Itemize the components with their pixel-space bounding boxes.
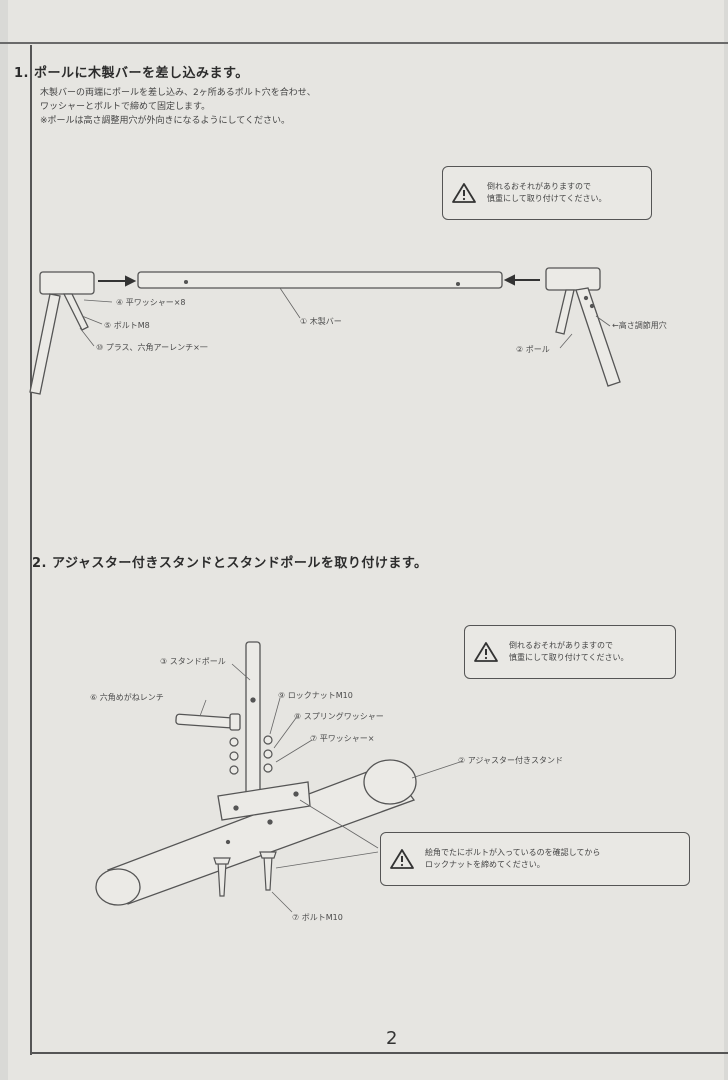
frame-bottom-rule: [30, 1052, 728, 1054]
label-spring-washer: ⑧ スプリングワッシャー: [294, 712, 384, 721]
step1-caution-box: 倒れるおそれがありますので 慎重にして取り付けてください。: [442, 166, 652, 220]
step1-caution-line-1: 倒れるおそれがありますので: [487, 182, 591, 191]
step1-line-3: ※ポールは高さ調整用穴が外向きになるようにしてください。: [40, 116, 291, 126]
label-pole: ② ポール: [516, 345, 550, 354]
step1-title: 1. ポールに木製バーを差し込みます。: [14, 66, 249, 81]
adjuster-stand-drawing: [95, 759, 417, 906]
label-hex-wrench: ⑥ 六角めがねレンチ: [90, 693, 164, 702]
step2-caution-box-bottom: 絵角でたにボルトが入っているのを確認してから ロックナットを締めてください。: [380, 832, 690, 886]
label-wrench: ⑩ プラス、六角アーレンチ×一: [96, 343, 208, 352]
warning-triangle-icon: [452, 183, 476, 203]
label-wooden-bar: ① 木製バー: [300, 317, 342, 326]
label-height-hole: ←高さ調節用穴: [612, 321, 667, 330]
wooden-bar-drawing: [137, 271, 503, 289]
step2-leaders: [199, 663, 461, 913]
page-number: 2: [386, 1028, 398, 1049]
page-frame: [30, 45, 722, 1055]
label-stand-pole: ③ スタンドポール: [160, 657, 226, 666]
step1-line-1: 木製バーの両端にポールを差し込み、2ヶ所あるボルト穴を合わせ、: [40, 88, 316, 98]
step2-caution-top-line-2: 慎重にして取り付けてください。: [509, 653, 629, 662]
washer-stack: [229, 735, 273, 775]
frame-top-rule: [0, 42, 728, 44]
step1-leaders: [79, 287, 611, 349]
label-bolt-m10: ⑦ ボルトM10: [292, 913, 343, 922]
label-flat-washer-2: ⑦ 平ワッシャー×: [310, 734, 375, 743]
left-pole-drawing: [29, 271, 95, 395]
step2-caution-bottom-line-1: 絵角でたにボルトが入っているのを確認してから: [425, 848, 601, 857]
step1-caution-line-2: 慎重にして取り付けてください。: [487, 194, 607, 203]
step2-caution-box-top: 倒れるおそれがありますので 慎重にして取り付けてください。: [464, 625, 676, 679]
label-adjuster-stand: ② アジャスター付きスタンド: [458, 756, 563, 765]
label-bolt-m8: ⑤ ボルトM8: [104, 321, 150, 330]
step1-instructions: 木製バーの両端にポールを差し込み、2ヶ所あるボルト穴を合わせ、 ワッシャーとボル…: [40, 86, 316, 128]
bolt-drawings: [213, 851, 277, 897]
warning-triangle-icon: [390, 849, 414, 869]
step2-title: 2. アジャスター付きスタンドとスタンドポールを取り付けます。: [32, 556, 428, 571]
warning-triangle-icon: [474, 642, 498, 662]
step1-line-2: ワッシャーとボルトで締めて固定します。: [40, 102, 211, 112]
hex-wrench-drawing: [175, 713, 241, 731]
step2-caution-bottom-line-2: ロックナットを締めてください。: [425, 860, 545, 869]
label-lock-nut: ⑨ ロックナットM10: [278, 691, 353, 700]
step2-caution-top-line-1: 倒れるおそれがありますので: [509, 641, 613, 650]
right-pole-drawing: [545, 267, 621, 387]
insert-arrows: [98, 274, 540, 287]
label-flat-washer: ④ 平ワッシャー×8: [116, 298, 186, 307]
